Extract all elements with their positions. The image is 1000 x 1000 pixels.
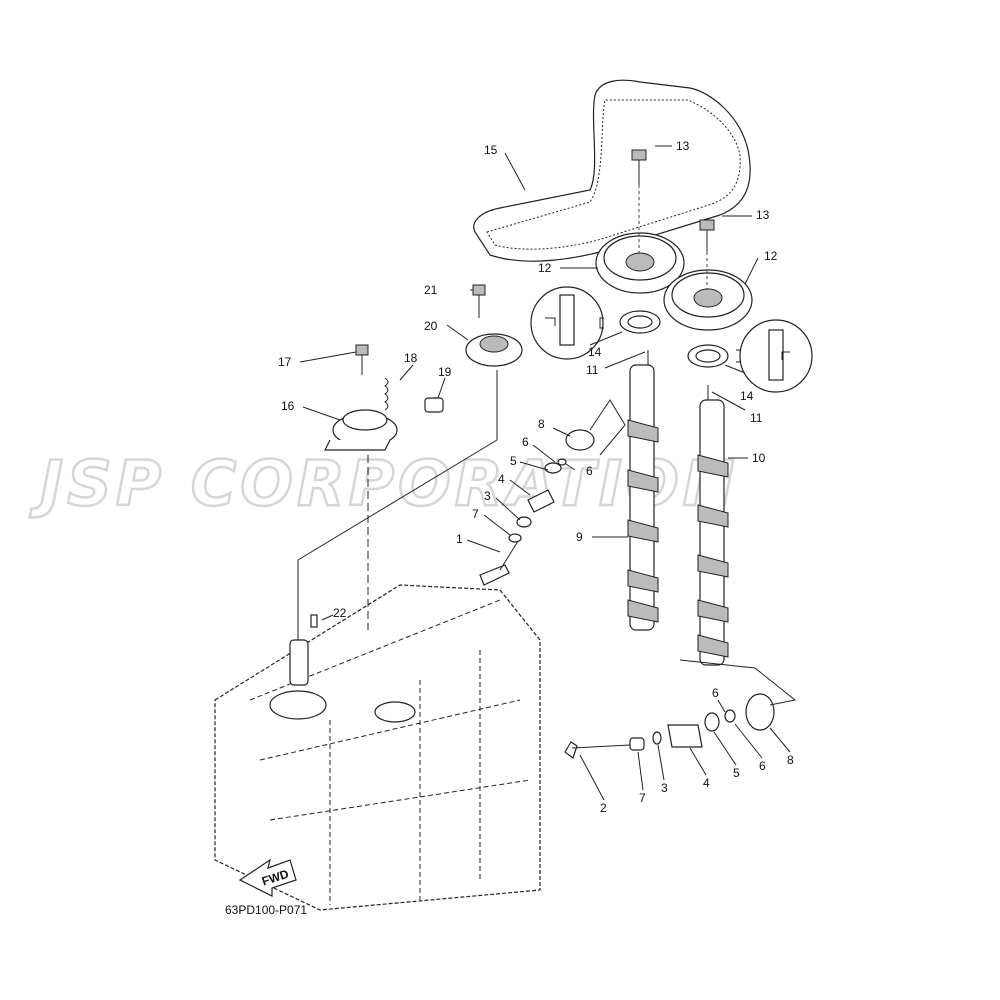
callout-22: 22 bbox=[333, 606, 347, 620]
watermark-text: JSP CORPORATION bbox=[29, 447, 739, 520]
exhaust-camshaft bbox=[697, 385, 729, 666]
callout-9: 9 bbox=[576, 530, 583, 544]
sprocket-bolt-right bbox=[699, 219, 715, 290]
callout-19: 19 bbox=[438, 365, 452, 379]
callout-14-a: 14 bbox=[588, 345, 602, 359]
sprocket-bolt-left bbox=[631, 149, 647, 255]
callout-4-b: 4 bbox=[703, 776, 710, 790]
timing-belt bbox=[473, 79, 751, 262]
callout-labels: 15 13 13 12 12 14 14 11 11 9 10 21 20 17… bbox=[278, 139, 794, 815]
engine-block bbox=[214, 370, 541, 911]
cam-sprocket-left bbox=[595, 232, 685, 294]
callout-18: 18 bbox=[404, 351, 418, 365]
callout-6-b: 6 bbox=[586, 464, 593, 478]
callout-2: 2 bbox=[600, 801, 607, 815]
intake-camshaft bbox=[627, 350, 659, 631]
intake-valve-train bbox=[479, 399, 626, 586]
callout-6-d: 6 bbox=[712, 686, 719, 700]
callout-12-a: 12 bbox=[538, 261, 552, 275]
callout-4-a: 4 bbox=[498, 472, 505, 486]
callout-17: 17 bbox=[278, 355, 292, 369]
exhaust-valve-train bbox=[564, 659, 797, 759]
callout-11-a: 11 bbox=[586, 363, 599, 377]
callout-5-a: 5 bbox=[510, 454, 517, 468]
callout-13-a: 13 bbox=[676, 139, 690, 153]
callout-5-b: 5 bbox=[733, 766, 740, 780]
oil-seal-left bbox=[530, 286, 661, 360]
callout-15: 15 bbox=[484, 143, 498, 157]
callout-20: 20 bbox=[424, 319, 438, 333]
callout-3-a: 3 bbox=[484, 489, 491, 503]
callout-16: 16 bbox=[281, 399, 295, 413]
callout-10: 10 bbox=[752, 451, 766, 465]
callout-1: 1 bbox=[456, 532, 463, 546]
belt-tensioner bbox=[324, 284, 523, 451]
callout-14-b: 14 bbox=[740, 389, 754, 403]
callout-13-b: 13 bbox=[756, 208, 770, 222]
leader-lines bbox=[299, 145, 791, 801]
oil-seal-right bbox=[687, 319, 813, 393]
callout-12-b: 12 bbox=[764, 249, 778, 263]
diagram-code: 63PD100-P071 bbox=[225, 903, 307, 917]
callout-6-a: 6 bbox=[522, 435, 529, 449]
callout-7-b: 7 bbox=[639, 791, 646, 805]
callout-8-a: 8 bbox=[538, 417, 545, 431]
callout-6-c: 6 bbox=[759, 759, 766, 773]
callout-11-b: 11 bbox=[750, 411, 763, 425]
cam-sprocket-right bbox=[663, 269, 753, 331]
watermark: JSP CORPORATION bbox=[28, 446, 739, 522]
callout-7-a: 7 bbox=[472, 507, 479, 521]
callout-21: 21 bbox=[424, 283, 438, 297]
callout-3-b: 3 bbox=[661, 781, 668, 795]
callout-8-b: 8 bbox=[787, 753, 794, 767]
fwd-arrow-icon: FWD bbox=[238, 858, 297, 897]
